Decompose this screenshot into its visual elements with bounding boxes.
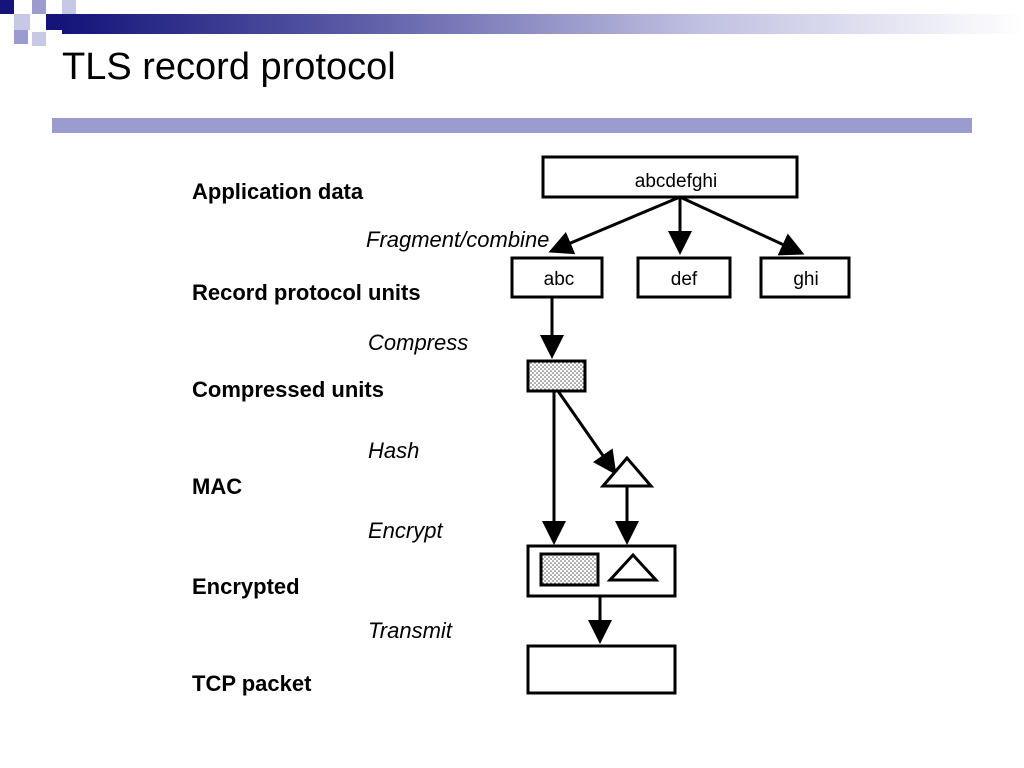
encrypted-data-rect	[539, 552, 600, 587]
corner-square-mid-2	[32, 32, 46, 46]
op-label-transmit: Transmit	[368, 618, 452, 643]
stage-label-mac: MAC	[192, 474, 243, 499]
slide-title: TLS record protocol	[62, 46, 396, 88]
fragment-box-ghi: ghi	[759, 256, 851, 299]
title-underline-rule	[52, 118, 972, 133]
stage-label-record-protocol-units: Record protocol units	[192, 280, 421, 305]
fragment-box-def: def	[636, 256, 732, 299]
hash-arrow	[556, 390, 617, 475]
stage-label-application-data: Application data	[192, 179, 364, 204]
encrypted-mac-triangle	[606, 552, 660, 582]
encrypted-box	[526, 544, 677, 598]
corner-square-light	[14, 14, 30, 30]
fragment-text-ghi: ghi	[793, 269, 818, 290]
corner-square-mid-3	[14, 30, 28, 44]
op-label-encrypt: Encrypt	[368, 518, 443, 543]
fragment-arrows	[548, 195, 805, 256]
stage-label-tcp-packet: TCP packet	[192, 671, 312, 696]
arrow-to-abc	[548, 195, 681, 255]
corner-square-light-2	[62, 0, 76, 14]
stage-label-compressed-units: Compressed units	[192, 377, 384, 402]
op-label-hash: Hash	[368, 438, 420, 463]
mac-triangle	[599, 455, 655, 488]
fragment-box-abc: abc	[510, 256, 604, 299]
op-label-compress: Compress	[368, 330, 469, 355]
application-data-box: abcdefghi	[541, 155, 799, 199]
corner-square-mid	[32, 0, 46, 14]
op-label-fragment-combine: Fragment/combine	[366, 227, 550, 252]
compressed-unit-rect	[526, 359, 587, 393]
stage-label-encrypted: Encrypted	[192, 574, 300, 599]
corner-square-navy	[0, 0, 14, 14]
tcp-packet-box	[526, 644, 677, 695]
title-gradient-bar	[62, 14, 1024, 34]
arrow-to-ghi	[679, 195, 805, 256]
fragment-text-abc: abc	[544, 269, 575, 290]
corner-square-navy-2	[46, 14, 62, 30]
application-data-text: abcdefghi	[635, 171, 717, 192]
fragment-text-def: def	[671, 269, 698, 290]
